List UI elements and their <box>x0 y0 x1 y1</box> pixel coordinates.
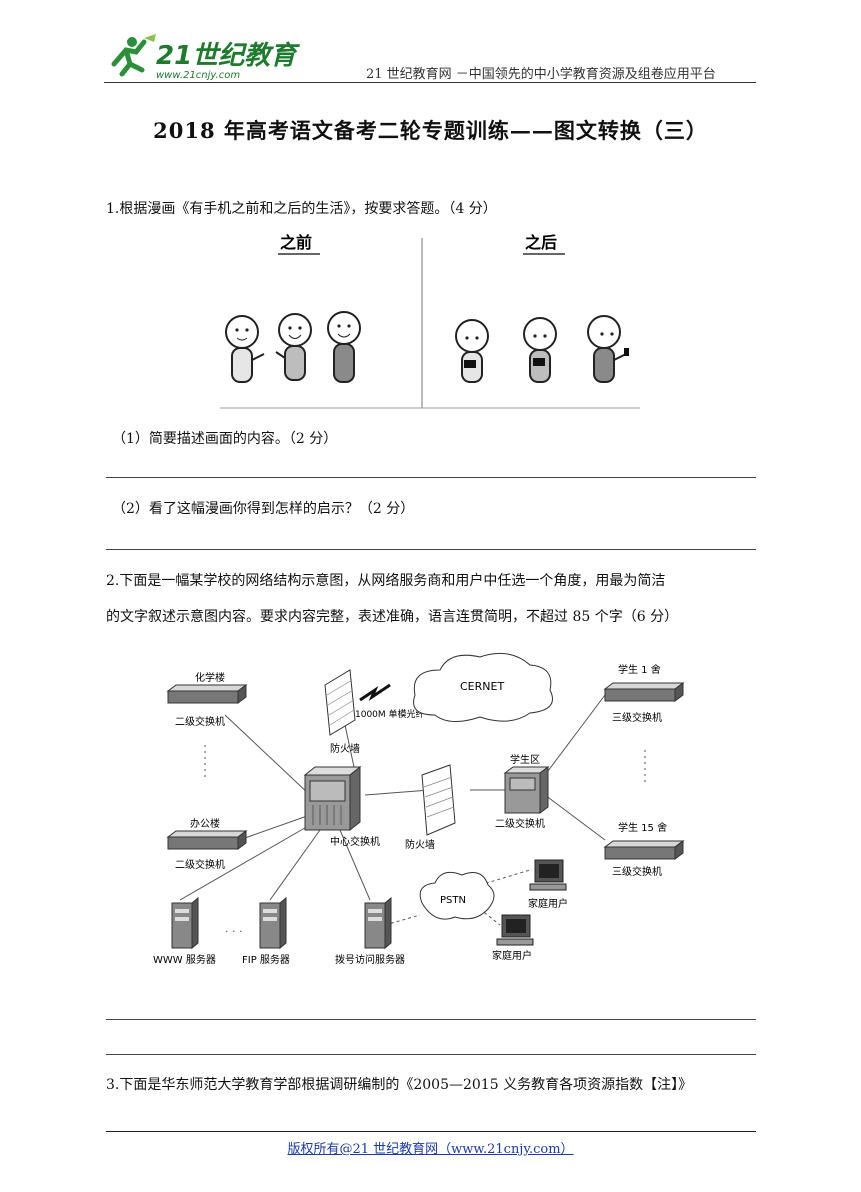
ftp-server-icon <box>259 896 287 950</box>
logo-text: 21世纪教育 <box>156 41 300 71</box>
figure-after-1 <box>455 319 489 383</box>
answer-line-4[interactable] <box>106 1054 756 1055</box>
footer-divider <box>106 1131 756 1132</box>
switch-dorm15 <box>603 840 685 860</box>
label-chem-building: 化学楼 <box>195 671 225 684</box>
center-switch-icon <box>303 765 362 832</box>
q2-stem-line1: 2.下面是一幅某学校的网络结构示意图，从网络服务商和用户中任选一个角度，用最为简… <box>106 573 666 589</box>
label-ftp-server: FIP 服务器 <box>242 953 290 966</box>
lightning-icon <box>359 683 391 702</box>
home-computer-icon-1 <box>529 859 567 891</box>
network-diagram: · · · 化学楼 二级交换机 办公楼 二级交换机 防火墙 1000M 单模光纤 <box>150 645 710 975</box>
firewall-top-icon <box>324 669 356 736</box>
student-area-switch-icon <box>503 766 550 814</box>
label-home-user-1: 家庭用户 <box>528 897 568 910</box>
header-tagline: 21 世纪教育网 －中国领先的中小学教育资源及组卷应用平台 <box>366 67 716 82</box>
label-dorm15: 学生 15 舍 <box>618 821 667 834</box>
label-dorm1: 学生 1 舍 <box>618 663 661 676</box>
label-switch2-c: 二级交换机 <box>495 817 545 830</box>
label-firewall-mid: 防火墙 <box>405 838 435 851</box>
q1-sub2: （2）看了这幅漫画你得到怎样的启示？（2 分） <box>112 501 415 517</box>
label-office: 办公楼 <box>190 817 220 830</box>
q1-sub1: （1）简要描述画面的内容。（2 分） <box>112 431 338 447</box>
header-divider <box>104 82 756 83</box>
answer-line-2[interactable] <box>106 549 756 550</box>
logo-url: www.21cnjy.com <box>156 70 240 81</box>
firewall-mid-icon <box>421 764 456 836</box>
figure-before-2 <box>275 313 312 381</box>
comic-image: 之前 之后 <box>220 230 640 410</box>
label-switch2-a: 二级交换机 <box>175 715 225 728</box>
q3-stem: 3.下面是华东师范大学教育学部根据调研编制的《2005—2015 义务教育各项资… <box>106 1077 693 1093</box>
pstn-cloud-icon <box>419 871 495 920</box>
answer-line-3[interactable] <box>106 1019 756 1020</box>
page-title: 2018 年高考语文备考二轮专题训练——图文转换（三） <box>153 118 708 143</box>
comic-label-after: 之后 <box>525 233 557 252</box>
answer-line-1[interactable] <box>106 477 756 478</box>
switch-office <box>166 830 248 850</box>
svg-text:· · ·: · · · <box>225 925 242 938</box>
figure-before-1 <box>225 315 265 383</box>
figure-after-3 <box>587 315 629 383</box>
runner-icon: 21世纪教育 www.21cnjy.com <box>111 34 300 81</box>
copyright-link[interactable]: 版权所有@21 世纪教育网（www.21cnjy.com） <box>287 1142 574 1157</box>
switch-chem-building <box>166 684 248 704</box>
comic-label-before: 之前 <box>280 233 312 252</box>
label-switch3-a: 三级交换机 <box>612 711 662 724</box>
cernet-cloud-icon <box>413 652 553 722</box>
figure-before-3 <box>327 311 361 383</box>
label-student-area: 学生区 <box>510 753 540 766</box>
dialup-server-icon <box>364 896 392 950</box>
label-pstn: PSTN <box>440 895 466 906</box>
q1-stem: 1.根据漫画《有手机之前和之后的生活》，按要求答题。（4 分） <box>106 201 497 217</box>
q2-stem-line2: 的文字叙述示意图内容。要求内容完整，表述准确，语言连贯简明，不超过 85 个字（… <box>106 609 679 625</box>
label-firewall-top: 防火墙 <box>330 742 360 755</box>
switch-dorm1 <box>603 682 685 702</box>
www-server-icon <box>171 896 199 950</box>
home-computer-icon-2 <box>496 914 534 946</box>
label-home-user-2: 家庭用户 <box>492 949 532 962</box>
label-switch3-b: 三级交换机 <box>612 865 662 878</box>
label-fiber: 1000M 单模光纤 <box>355 708 425 720</box>
label-switch2-b: 二级交换机 <box>175 858 225 871</box>
label-dialup-server: 拨号访问服务器 <box>335 953 405 966</box>
figure-after-2 <box>523 317 557 383</box>
site-logo: 21世纪教育 www.21cnjy.com <box>104 30 300 86</box>
label-cernet: CERNET <box>460 680 504 693</box>
label-center-switch: 中心交换机 <box>330 835 380 848</box>
label-www-server: WWW 服务器 <box>153 953 216 966</box>
footer: 版权所有@21 世纪教育网（www.21cnjy.com） <box>0 1138 861 1157</box>
